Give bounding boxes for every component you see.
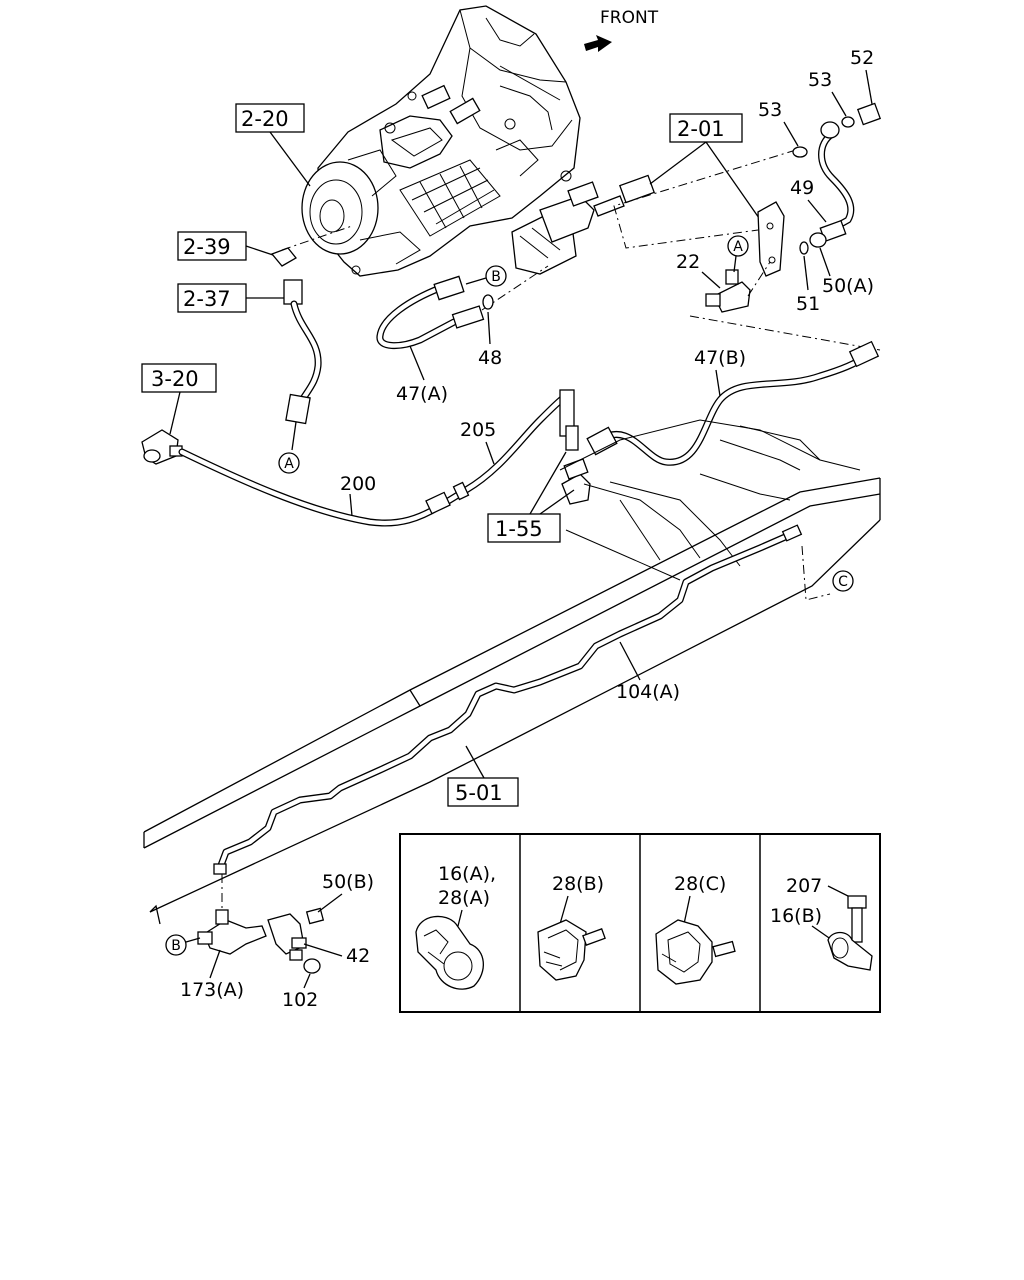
callout-c-right <box>832 570 854 592</box>
tee-fitting-3-20 <box>141 429 183 465</box>
label-22: 22 <box>676 251 700 273</box>
front-arrow-icon <box>584 35 612 52</box>
hose-47b <box>586 340 880 466</box>
callout-a-left <box>278 452 300 474</box>
frame-rail <box>143 419 881 925</box>
label-173a: 173(A) <box>180 979 244 1001</box>
callout-c-right-text: C <box>838 574 848 590</box>
bracket-2-01 <box>757 201 785 277</box>
hose-47a <box>376 275 485 349</box>
callout-b-bottom <box>165 934 187 956</box>
inset-label-clip-b: 28(B) <box>552 873 604 895</box>
callout-a-top-text: A <box>733 239 743 255</box>
washer-48 <box>482 294 494 310</box>
inset-label-clip-d-line2: 16(B) <box>770 905 822 927</box>
callout-b-bottom-text: B <box>171 938 181 954</box>
label-200: 200 <box>340 473 376 495</box>
ref-box-label-3-20: 3-20 <box>151 367 199 391</box>
ref-box-1-55 <box>487 513 561 543</box>
ref-box-5-01 <box>447 777 519 807</box>
label-50b: 50(B) <box>322 871 374 893</box>
label-48: 48 <box>478 347 502 369</box>
front-label: FRONT <box>600 8 659 28</box>
label-42: 42 <box>346 945 370 967</box>
ref-box-label-2-20: 2-20 <box>241 107 289 131</box>
label-49: 49 <box>790 177 814 199</box>
bolt-52 <box>856 102 882 126</box>
bolt-207-clip-16b-icon <box>827 895 873 971</box>
callout-a-top <box>727 235 749 257</box>
label-205: 205 <box>460 419 496 441</box>
nut-102 <box>303 958 321 974</box>
washer-51 <box>799 241 809 255</box>
callout-a-left-text: A <box>284 456 294 472</box>
inset-clip-panels <box>399 833 881 1013</box>
ref-box-label-2-01: 2-01 <box>677 117 725 141</box>
label-47b: 47(B) <box>694 347 746 369</box>
label-102: 102 <box>282 989 318 1011</box>
clip-28c-icon <box>655 919 736 985</box>
ref-box-3-20 <box>141 363 217 393</box>
bracket-42 <box>267 913 307 961</box>
label-52: 52 <box>850 47 874 69</box>
fittings-1-55 <box>561 425 591 505</box>
tee-fitting-22 <box>705 269 751 313</box>
ref-box-2-01 <box>669 113 743 143</box>
hose-49 <box>818 121 855 243</box>
label-50a: 50(A) <box>822 275 874 297</box>
label-47a: 47(A) <box>396 383 448 405</box>
nut-50a <box>809 232 827 248</box>
ref-box-label-2-39: 2-39 <box>183 235 231 259</box>
label-104a: 104(A) <box>616 681 680 703</box>
inset-label-clip-a-line1: 16(A), <box>438 863 496 885</box>
inset-label-clip-a-line2: 28(A) <box>438 887 490 909</box>
clip-28b-icon <box>537 919 606 981</box>
ref-box-label-5-01: 5-01 <box>455 781 503 805</box>
transmission-illustration <box>301 5 656 277</box>
nut-50b <box>305 907 325 925</box>
callout-b-top-text: B <box>491 269 501 285</box>
callout-b-top <box>485 265 507 287</box>
label-53-upper: 53 <box>808 69 832 91</box>
washer-53-lower <box>792 146 808 158</box>
ref-box-2-37 <box>177 283 247 313</box>
pipe-200-205 <box>178 389 575 527</box>
left-hose-assembly <box>270 247 322 451</box>
clip-16a-28a-icon <box>415 915 484 990</box>
ref-box-label-1-55: 1-55 <box>495 517 543 541</box>
ref-box-label-2-37: 2-37 <box>183 287 231 311</box>
label-51: 51 <box>796 293 820 315</box>
inset-label-clip-d-line1: 207 <box>786 875 822 897</box>
label-53-lower: 53 <box>758 99 782 121</box>
inset-label-clip-c: 28(C) <box>674 873 726 895</box>
washer-53-upper <box>841 116 855 128</box>
tee-fitting-173a <box>197 909 267 955</box>
ref-box-2-39 <box>177 231 247 261</box>
pipe-104a <box>213 524 803 875</box>
